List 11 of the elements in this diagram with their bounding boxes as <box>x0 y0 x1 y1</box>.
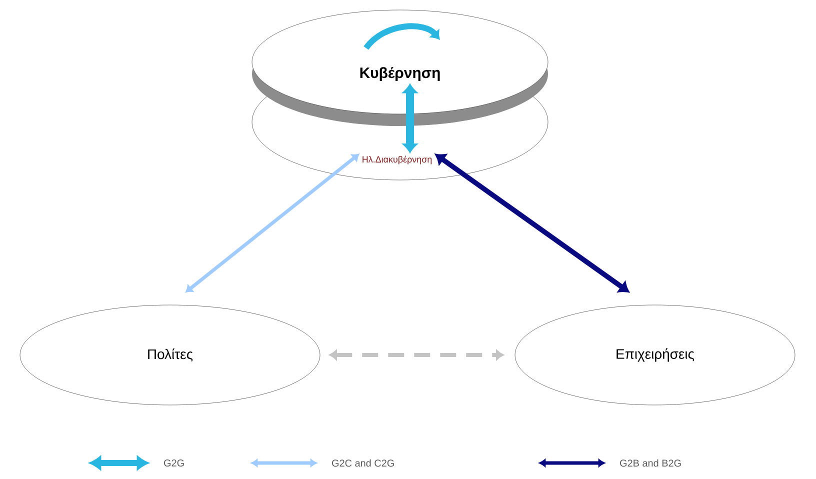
disk-title: Κυβέρνηση <box>360 66 440 82</box>
legend-label: G2C and C2G <box>332 459 394 467</box>
ellipse-node: Επιχειρήσεις <box>514 304 796 406</box>
arrow <box>435 154 630 292</box>
arrow <box>329 350 504 360</box>
disk-label: Ηλ.Διακυβέρνηση <box>362 156 432 164</box>
legend-label: G2G <box>164 459 184 467</box>
ellipse-node: Πολίτες <box>20 304 320 406</box>
arrow <box>403 84 417 153</box>
arrow <box>186 154 360 292</box>
legend-label: G2B and B2G <box>620 459 681 467</box>
